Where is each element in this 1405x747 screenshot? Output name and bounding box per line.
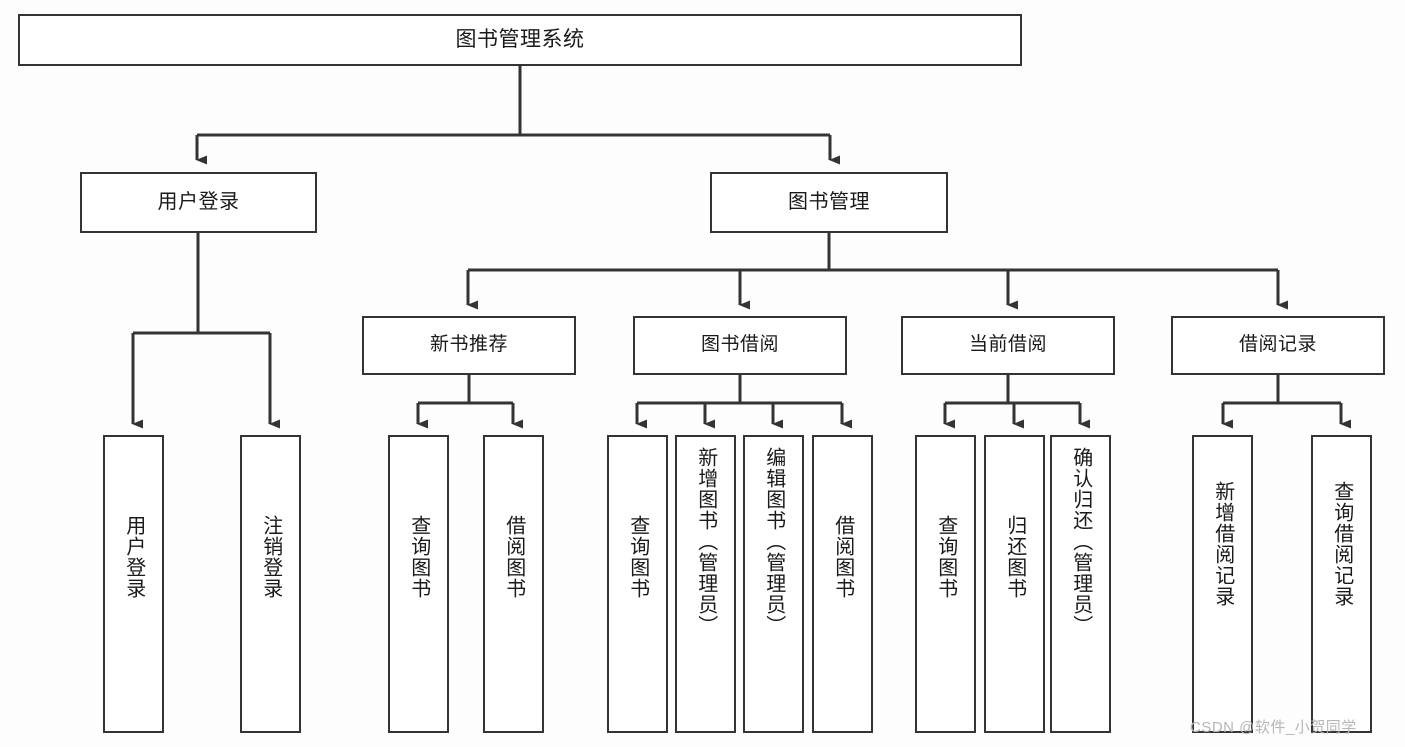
leaf-user-login[interactable]: 用户登录 bbox=[103, 435, 164, 733]
leaf-add-book-admin[interactable]: 新增图书（管理员） bbox=[675, 435, 736, 733]
leaf-confirm-return-admin[interactable]: 确认归还（管理员） bbox=[1050, 435, 1111, 733]
node-borrow-record[interactable]: 借阅记录 bbox=[1171, 316, 1385, 375]
node-current-borrow-label: 当前借阅 bbox=[968, 334, 1047, 356]
leaf-query-book-borrow[interactable]: 查询图书 bbox=[607, 435, 668, 733]
leaf-query-book-recommend-label: 查询图书 bbox=[407, 515, 430, 599]
leaf-query-borrow-record[interactable]: 查询借阅记录 bbox=[1311, 435, 1372, 733]
node-root[interactable]: 图书管理系统 bbox=[18, 14, 1022, 66]
node-root-label: 图书管理系统 bbox=[455, 27, 585, 51]
node-book-borrow[interactable]: 图书借阅 bbox=[633, 316, 847, 375]
node-user-login-label: 用户登录 bbox=[157, 190, 240, 213]
leaf-logout[interactable]: 注销登录 bbox=[240, 435, 301, 733]
leaf-borrow-book-recommend[interactable]: 借阅图书 bbox=[483, 435, 544, 733]
node-new-book-recommend[interactable]: 新书推荐 bbox=[362, 316, 576, 375]
leaf-add-borrow-record-label: 新增借阅记录 bbox=[1211, 481, 1234, 607]
node-book-management[interactable]: 图书管理 bbox=[710, 172, 948, 233]
leaf-edit-book-admin-label: 编辑图书（管理员） bbox=[762, 447, 785, 636]
leaf-query-book-current-label: 查询图书 bbox=[934, 515, 957, 599]
leaf-query-borrow-record-label: 查询借阅记录 bbox=[1330, 481, 1353, 607]
leaf-query-book-current[interactable]: 查询图书 bbox=[915, 435, 976, 733]
node-user-login[interactable]: 用户登录 bbox=[80, 172, 317, 233]
leaf-add-borrow-record[interactable]: 新增借阅记录 bbox=[1192, 435, 1253, 733]
csdn-watermark: CSDN @软件_小贺同学 bbox=[1190, 719, 1357, 736]
leaf-borrow-book[interactable]: 借阅图书 bbox=[812, 435, 873, 733]
node-borrow-record-label: 借阅记录 bbox=[1238, 334, 1317, 356]
leaf-query-book-recommend[interactable]: 查询图书 bbox=[388, 435, 449, 733]
leaf-edit-book-admin[interactable]: 编辑图书（管理员） bbox=[743, 435, 804, 733]
leaf-add-book-admin-label: 新增图书（管理员） bbox=[694, 447, 717, 636]
leaf-borrow-book-label: 借阅图书 bbox=[831, 515, 854, 599]
node-book-borrow-label: 图书借阅 bbox=[700, 334, 779, 356]
leaf-query-book-borrow-label: 查询图书 bbox=[626, 515, 649, 599]
node-book-management-label: 图书管理 bbox=[788, 190, 870, 213]
node-current-borrow[interactable]: 当前借阅 bbox=[901, 316, 1115, 375]
leaf-return-book-label: 归还图书 bbox=[1003, 515, 1026, 599]
leaf-return-book[interactable]: 归还图书 bbox=[984, 435, 1045, 733]
leaf-logout-label: 注销登录 bbox=[259, 515, 282, 599]
node-new-book-recommend-label: 新书推荐 bbox=[429, 334, 508, 356]
leaf-confirm-return-admin-label: 确认归还（管理员） bbox=[1069, 447, 1092, 636]
leaf-user-login-label: 用户登录 bbox=[122, 515, 145, 599]
leaf-borrow-book-recommend-label: 借阅图书 bbox=[502, 515, 525, 599]
